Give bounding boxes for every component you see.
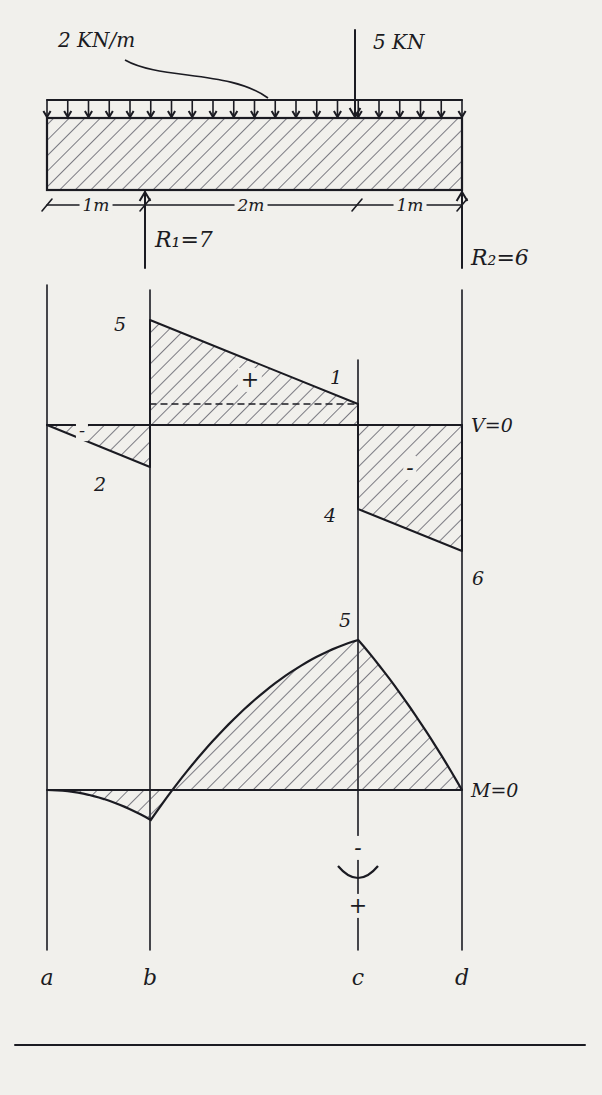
point-letter: d (452, 966, 472, 990)
reaction-label: R₁=7 (152, 228, 216, 252)
sign-label: - (351, 836, 364, 860)
guide-line-a (46, 285, 48, 950)
load-arrowhead (375, 111, 382, 117)
load-arrowhead (292, 111, 299, 117)
bottom-rule (15, 1044, 585, 1046)
load-arrowhead (209, 111, 216, 117)
load-label: 2 KN/m (55, 29, 138, 51)
load-arrowhead (251, 111, 258, 117)
load-arrowhead (458, 111, 465, 117)
axis-label: V=0 (468, 415, 516, 436)
moment-value: 5 (336, 610, 354, 631)
reaction-arrow (144, 192, 146, 268)
load-arrowhead (438, 111, 445, 117)
load-label: 5 KN (370, 31, 428, 53)
load-arrowhead (189, 111, 196, 117)
shear-dashed-line (150, 403, 358, 404)
load-arrowhead (85, 111, 92, 117)
shear-area (358, 425, 462, 551)
load-arrowhead (106, 111, 113, 117)
sign-label: + (346, 894, 370, 918)
sign-label: - (403, 456, 416, 480)
moment-curve (47, 640, 462, 820)
shear-value: 4 (321, 505, 339, 526)
load-arrowhead (230, 111, 237, 117)
load-arrowhead (396, 111, 403, 117)
reaction-arrowhead (140, 192, 151, 201)
shear-value: 5 (111, 314, 129, 335)
dimension-tick (42, 199, 52, 211)
point-load-arrowhead (350, 108, 361, 117)
guide-line-d (461, 290, 463, 950)
leader-line (125, 60, 268, 98)
load-arrowhead (126, 111, 133, 117)
reaction-label: R₂=6 (468, 246, 532, 270)
shear-baseline (47, 424, 462, 426)
sign-arc (338, 866, 378, 878)
sign-label: - (76, 421, 88, 441)
dimension-tick (352, 199, 362, 211)
point-letter: c (349, 966, 367, 990)
moment-baseline (47, 789, 462, 791)
beam (47, 118, 462, 190)
point-letter: a (37, 966, 56, 990)
shear-area (47, 425, 150, 467)
shear-value: 6 (469, 568, 487, 589)
point-load-arrow (354, 30, 356, 117)
reaction-arrow (461, 192, 463, 268)
load-arrowhead (43, 111, 50, 117)
point-letter: b (140, 966, 160, 990)
reaction-arrowhead (457, 192, 468, 201)
load-arrowhead (272, 111, 279, 117)
shear-area (150, 320, 358, 425)
load-arrowhead (313, 111, 320, 117)
shear-value: 2 (91, 474, 109, 495)
shear-value: 1 (327, 367, 345, 388)
load-arrowhead (64, 111, 71, 117)
axis-label: M=0 (468, 780, 521, 801)
dimension-label: 1m (80, 196, 113, 215)
dimension-label: 1m (394, 196, 427, 215)
load-arrowhead (417, 111, 424, 117)
dimension-label: 2m (235, 196, 268, 215)
load-arrowhead (168, 111, 175, 117)
moment-area (47, 640, 462, 820)
load-arrowhead (334, 111, 341, 117)
load-arrowhead (147, 111, 154, 117)
sign-label: + (238, 368, 262, 392)
